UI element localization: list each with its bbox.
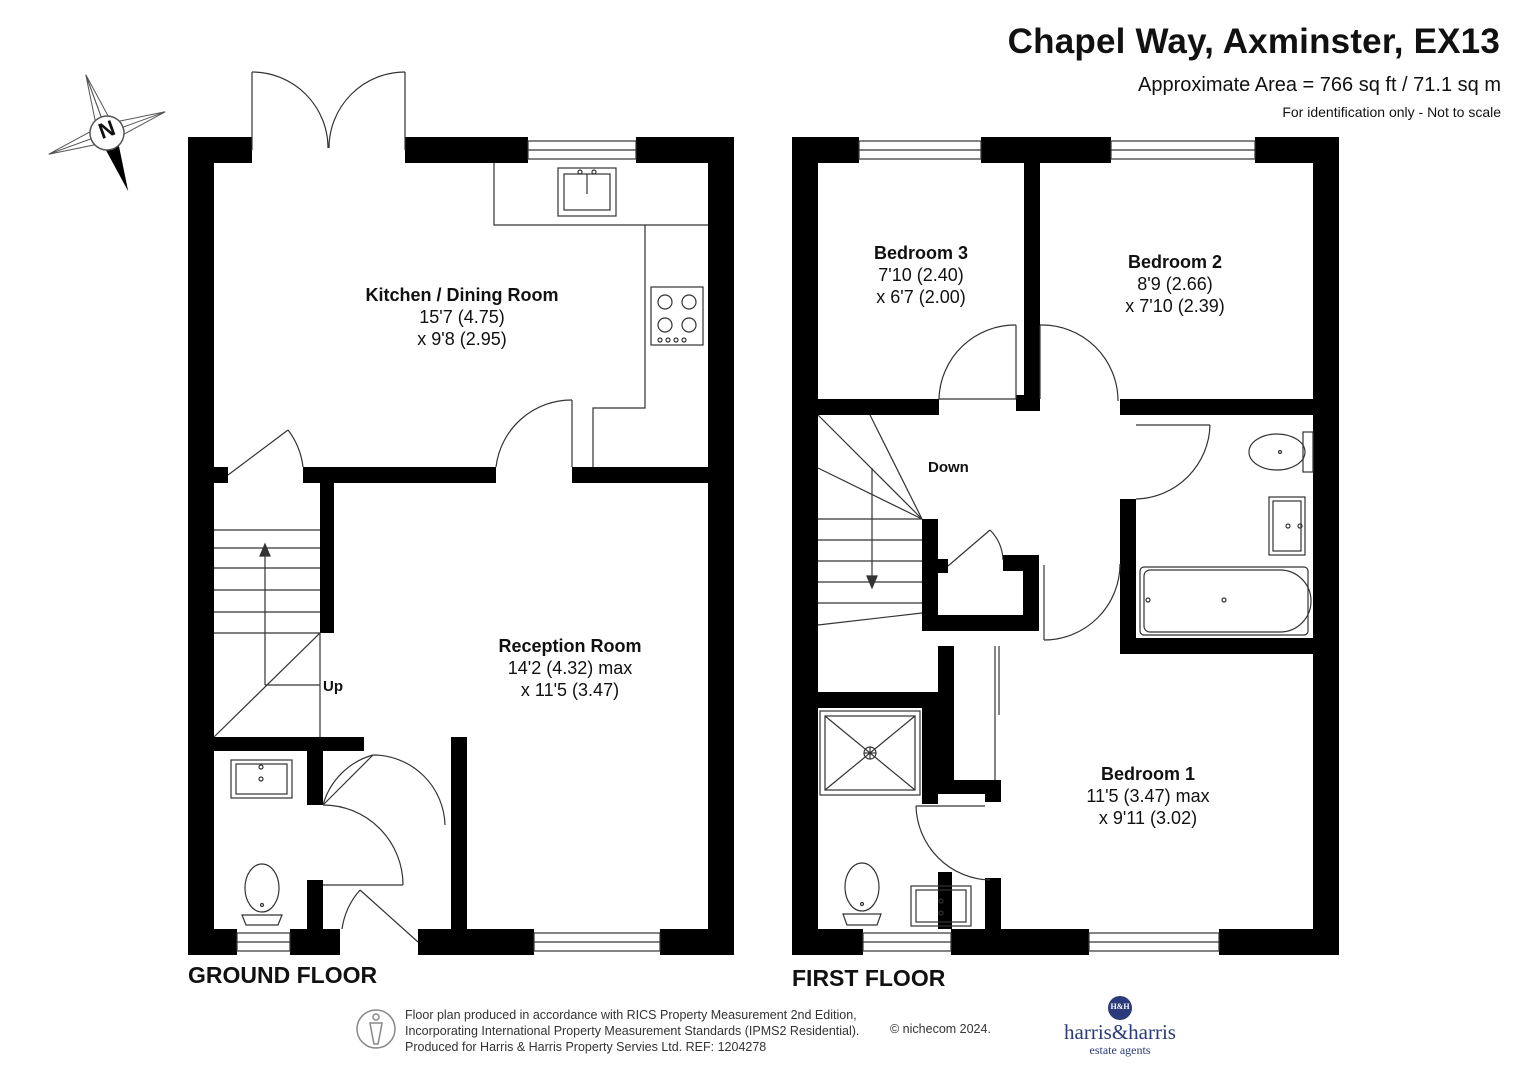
footer-notes: Floor plan produced in accordance with R…	[405, 1007, 859, 1055]
room-name: Bedroom 2	[1127, 252, 1223, 272]
room-reception: Reception Room 14'2 (4.32) max x 11'5 (3…	[498, 635, 641, 701]
brand-name: harris&harris	[1064, 1020, 1176, 1044]
brand-tagline: estate agents	[1089, 1043, 1151, 1057]
first-floor-details	[817, 140, 1314, 952]
ground-floor-walls	[188, 137, 734, 955]
room-dimension: x 11'5 (3.47)	[520, 680, 620, 700]
approximate-area: Approximate Area = 766 sq ft / 71.1 sq m	[1138, 74, 1501, 96]
room-dimension: x 9'11 (3.02)	[1098, 808, 1198, 828]
room-dimension: 8'9 (2.66)	[1137, 274, 1213, 294]
room-name: Bedroom 3	[873, 243, 969, 263]
room-dimension: x 9'8 (2.95)	[417, 329, 507, 349]
footer-line: Produced for Harris & Harris Property Se…	[405, 1040, 767, 1054]
brand-monogram	[1108, 996, 1132, 1020]
room-kitchen-dining: Kitchen / Dining Room 15'7 (4.75) x 9'8 …	[366, 284, 559, 350]
room-name: Reception Room	[498, 636, 642, 656]
stairs-down-label: Down	[928, 459, 969, 476]
footer-line: Floor plan produced in accordance with R…	[405, 1008, 857, 1022]
room-name: Bedroom 1	[1100, 764, 1196, 784]
room-dimension: x 7'10 (2.39)	[1125, 296, 1225, 316]
room-bedroom-1: Bedroom 1 11'5 (3.47) max x 9'11 (3.02)	[1086, 763, 1209, 829]
room-bedroom-2: Bedroom 2 8'9 (2.66) x 7'10 (2.39)	[1125, 251, 1225, 317]
room-bedroom-3: Bedroom 3 7'10 (2.40) x 6'7 (2.00)	[874, 242, 968, 308]
room-dimension: 15'7 (4.75)	[419, 307, 505, 327]
page-title: Chapel Way, Axminster, EX13	[1007, 22, 1500, 61]
room-dimension: 11'5 (3.47) max	[1086, 786, 1210, 806]
person-icon	[356, 1009, 396, 1049]
ground-floor-details	[213, 71, 708, 952]
room-name: Kitchen / Dining Room	[365, 285, 559, 305]
ground-floor-label: GROUND FLOOR	[188, 962, 378, 988]
copyright: © nichecom 2024.	[890, 1022, 991, 1036]
first-floor-label: FIRST FLOOR	[792, 965, 946, 991]
room-dimension: 14'2 (4.32) max	[507, 658, 633, 678]
scale-note: For identification only - Not to scale	[1282, 104, 1501, 120]
room-dimension: 7'10 (2.40)	[878, 265, 964, 285]
room-dimension: x 6'7 (2.00)	[876, 287, 966, 307]
stairs-up-label: Up	[323, 678, 343, 695]
brand-logo: harris&harris estate agents	[1064, 1020, 1176, 1058]
compass-rose	[48, 74, 166, 192]
footer-line: Incorporating International Property Mea…	[405, 1024, 860, 1038]
brand-monogram-text: H&H	[1110, 1002, 1130, 1011]
